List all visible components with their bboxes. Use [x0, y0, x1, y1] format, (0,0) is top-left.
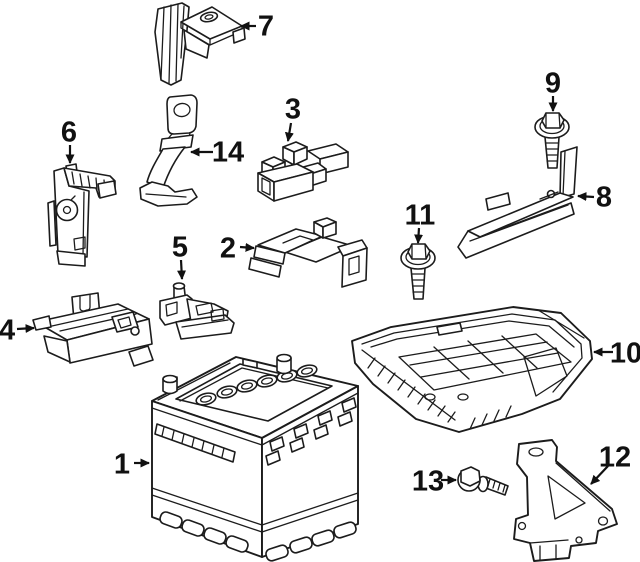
callout-arrow — [284, 122, 294, 142]
callout-5-sensor-bracket[interactable]: 5 — [172, 231, 188, 280]
callout-label[interactable]: 2 — [220, 232, 236, 264]
callout-7-cover-bracket[interactable]: 7 — [240, 10, 274, 42]
callout-arrow — [414, 227, 424, 244]
callout-10-battery-tray[interactable]: 10 — [593, 337, 640, 369]
callout-label[interactable]: 10 — [610, 337, 640, 369]
callout-4-tray-bracket[interactable]: 4 — [0, 314, 35, 346]
part-5-sensor-bracket — [159, 282, 235, 340]
callout-label[interactable]: 14 — [212, 136, 244, 168]
callout-arrow — [577, 192, 595, 202]
callout-label[interactable]: 13 — [412, 465, 444, 497]
part-1-battery — [151, 353, 359, 562]
callout-2-fuse-block-base[interactable]: 2 — [220, 232, 255, 264]
part-14-clamp-bracket — [139, 94, 198, 207]
callout-label[interactable]: 12 — [599, 441, 631, 473]
callout-label[interactable]: 3 — [285, 93, 301, 125]
callout-6-side-bracket[interactable]: 6 — [61, 116, 77, 164]
callout-label[interactable]: 1 — [114, 448, 130, 480]
part-8-shield-bracket — [457, 146, 578, 259]
callout-label[interactable]: 6 — [61, 116, 77, 148]
part-3-relay-block — [257, 141, 349, 202]
callout-13-washer-bolt[interactable]: 13 — [412, 465, 457, 497]
callout-8-shield-bracket[interactable]: 8 — [577, 181, 612, 213]
part-6-side-bracket — [47, 163, 117, 267]
part-11-flange-bolt — [400, 243, 436, 300]
callout-9-flange-bolt[interactable]: 9 — [545, 67, 561, 112]
callout-label[interactable]: 5 — [172, 231, 188, 263]
callout-arrow — [16, 324, 35, 333]
callout-11-flange-bolt[interactable]: 11 — [405, 199, 436, 244]
callout-label[interactable]: 4 — [0, 314, 15, 346]
callout-1-battery[interactable]: 1 — [114, 448, 150, 480]
part-12-mount-bracket — [513, 439, 618, 562]
callout-arrow — [177, 259, 187, 280]
part-4-tray-bracket — [32, 292, 154, 367]
callout-label[interactable]: 9 — [545, 67, 561, 99]
part-13-washer-bolt — [457, 466, 509, 496]
callout-label[interactable]: 8 — [596, 181, 612, 213]
part-7-cover-bracket — [154, 2, 246, 86]
callout-14-clamp-bracket[interactable]: 14 — [190, 136, 244, 168]
callout-label[interactable]: 7 — [258, 10, 274, 42]
callout-12-mount-bracket[interactable]: 12 — [590, 441, 631, 485]
part-2-fuse-block-base — [248, 217, 368, 288]
callout-arrow — [239, 242, 255, 252]
callout-label[interactable]: 11 — [405, 199, 436, 231]
part-10-battery-tray — [351, 306, 593, 433]
callout-3-relay-block[interactable]: 3 — [284, 93, 301, 142]
callout-arrow — [590, 465, 609, 485]
